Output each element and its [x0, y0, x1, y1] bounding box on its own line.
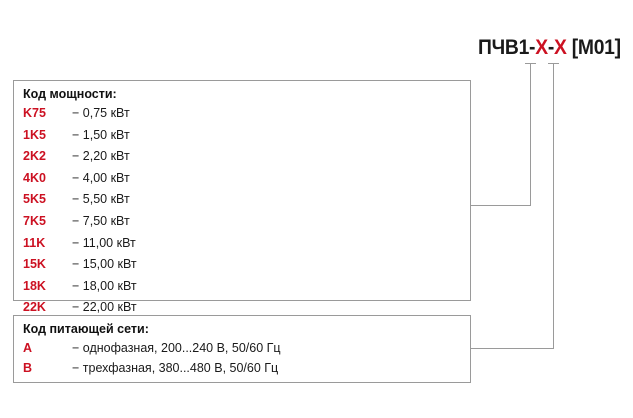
power-code-value: 15K — [23, 257, 46, 272]
designation-separator: - — [547, 36, 555, 59]
designation-placeholder-mains: X — [554, 36, 567, 59]
mains-code-row: B − трехфазная, 380...480 В, 50/60 Гц — [14, 361, 470, 381]
power-code-row: 7K5 − 7,50 кВт — [14, 214, 470, 236]
power-code-value: 22K — [23, 300, 46, 315]
power-code-row: 15K − 15,00 кВт — [14, 257, 470, 279]
power-code-row: 2K2 − 2,20 кВт — [14, 149, 470, 171]
power-code-value: 2K2 — [23, 149, 46, 164]
mains-code-desc: − однофазная, 200...240 В, 50/60 Гц — [72, 341, 281, 355]
power-code-value: 5K5 — [23, 192, 46, 207]
power-code-desc: − 15,00 кВт — [72, 257, 137, 272]
mains-code-value: B — [23, 361, 33, 375]
power-code-row: 11K − 11,00 кВт — [14, 236, 470, 258]
power-code-row: 1K5 − 1,50 кВт — [14, 128, 470, 150]
power-code-desc: − 2,20 кВт — [72, 149, 130, 164]
leader-line-power-horizontal — [470, 205, 531, 206]
power-code-value: 4K0 — [23, 170, 46, 185]
mains-code-heading: Код питающей сети: — [23, 322, 149, 336]
power-code-desc: − 0,75 кВт — [72, 106, 130, 120]
power-code-value: 1K5 — [23, 127, 46, 142]
power-code-desc: − 11,00 кВт — [72, 235, 136, 250]
power-code-desc: − 7,50 кВт — [72, 213, 130, 228]
leader-line-mains-horizontal — [470, 348, 554, 349]
mains-code-list: A − однофазная, 200...240 В, 50/60 Гц B … — [14, 341, 470, 381]
power-code-row: 18K − 18,00 кВт — [14, 279, 470, 301]
power-code-row: K75 − 0,75 кВт — [14, 106, 470, 128]
power-code-desc: − 5,50 кВт — [72, 192, 130, 207]
leader-line-power-vertical — [530, 63, 531, 206]
mains-code-row: A − однофазная, 200...240 В, 50/60 Гц — [14, 341, 470, 361]
designation-placeholder-power: X — [535, 36, 548, 59]
mains-code-box: Код питающей сети: A − однофазная, 200..… — [13, 315, 471, 383]
power-code-value: K75 — [23, 106, 46, 120]
power-code-value: 7K5 — [23, 213, 46, 228]
power-code-desc: − 1,50 кВт — [72, 127, 130, 142]
power-code-desc: − 18,00 кВт — [72, 278, 137, 293]
leader-line-mains-vertical — [553, 63, 554, 349]
power-code-list: K75 − 0,75 кВт 1K5 − 1,50 кВт 2K2 − 2,20… — [14, 106, 470, 322]
power-code-value: 18K — [23, 278, 46, 293]
power-code-desc: − 22,00 кВт — [72, 300, 137, 315]
power-code-row: 22K − 22,00 кВт — [14, 300, 470, 322]
power-code-value: 11K — [23, 235, 46, 250]
power-code-heading: Код мощности: — [23, 87, 117, 101]
power-code-desc: − 4,00 кВт — [72, 170, 130, 185]
power-code-box: Код мощности: K75 − 0,75 кВт 1K5 − 1,50 … — [13, 80, 471, 314]
designation-prefix: ПЧВ1- — [478, 36, 536, 59]
product-designation: ПЧВ1-X-X [M01] — [478, 36, 621, 60]
power-code-row: 4K0 − 4,00 кВт — [14, 171, 470, 193]
power-code-row: 5K5 − 5,50 кВт — [14, 192, 470, 214]
mains-code-value: A — [23, 341, 33, 355]
mains-code-desc: − трехфазная, 380...480 В, 50/60 Гц — [72, 361, 279, 375]
designation-suffix: [M01] — [566, 36, 621, 59]
